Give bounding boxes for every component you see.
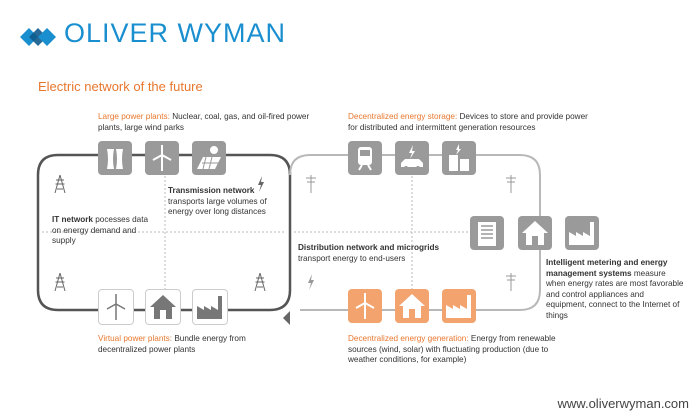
office-building-icon [470,216,504,250]
it-network-caption: IT network pocesses data on energy deman… [52,215,149,245]
nuclear-plant-icon [98,141,132,175]
footer-url[interactable]: www.oliverwyman.com [557,396,689,411]
pole-icon [503,272,519,292]
electric-car-icon [395,141,429,175]
distribution-caption: Distribution network and microgrids tran… [298,243,440,263]
train-icon [348,141,382,175]
transmission-caption: Transmission network transports large vo… [168,186,267,216]
house-icon [145,289,181,325]
wind-turbine-icon [98,289,134,325]
house-icon [518,216,552,250]
pylon-icon [52,174,68,194]
large-plants-caption: Large power plants: Nuclear, coal, gas, … [98,112,310,132]
metering-caption: Intelligent metering and energy manageme… [546,258,684,320]
diagram-title: Electric network of the future [38,79,203,94]
factory-icon [565,216,599,250]
pole-icon [303,174,319,194]
pylon-icon [252,272,268,292]
solar-house-icon [395,289,429,323]
wind-turbine-icon [145,141,179,175]
logo-mark [20,26,56,48]
battery-building-icon [442,141,476,175]
pylon-icon [52,272,68,292]
storage-caption: Decentralized energy storage: Devices to… [348,112,588,132]
generation-caption: Decentralized energy generation: Energy … [348,334,556,364]
pole-icon [503,174,519,194]
lightning-icon [303,272,319,292]
lightning-icon [253,174,269,194]
solar-panel-icon [192,141,226,175]
factory-icon [192,289,228,325]
wind-turbine-icon [348,289,382,323]
factory-icon [442,289,476,323]
virtual-plants-caption: Virtual power plants: Bundle energy from… [98,334,246,354]
logo-wordmark: OLIVER WYMAN [64,18,287,48]
